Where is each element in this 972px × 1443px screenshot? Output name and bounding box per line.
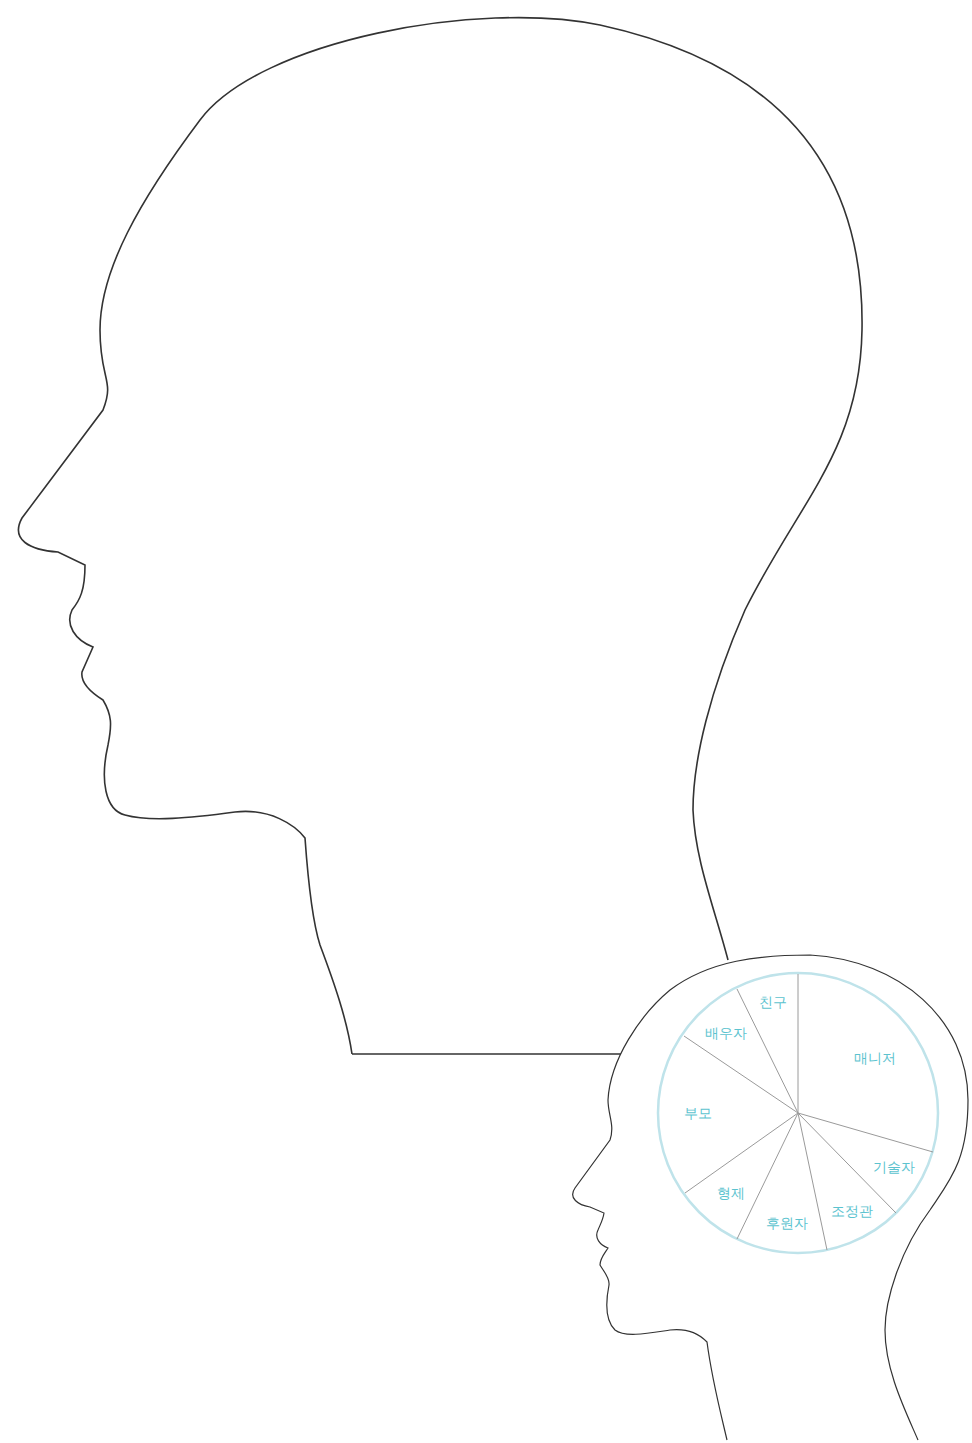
large-head-base [352,1053,640,1055]
pie-circle [658,973,938,1253]
small-head-outline [573,955,968,1440]
pie-sector-label: 후원자 [766,1216,808,1230]
pie-dividers [684,974,933,1250]
pie-divider [798,1113,933,1152]
pie-divider [685,1113,798,1193]
pie-sector-label: 부모 [684,1106,712,1120]
pie-divider [798,974,799,1113]
large-head-outline [18,18,862,1054]
pie-divider [737,989,798,1113]
pie-sector-label: 형제 [717,1186,745,1200]
pie-sector-label: 매니저 [854,1051,896,1065]
pie-sector-label: 친구 [759,995,787,1009]
pie-sector-label: 기술자 [873,1160,915,1174]
pie-divider [684,1036,798,1113]
pie-sector-label: 배우자 [705,1026,747,1040]
pie-sector-label: 조정관 [831,1204,873,1218]
